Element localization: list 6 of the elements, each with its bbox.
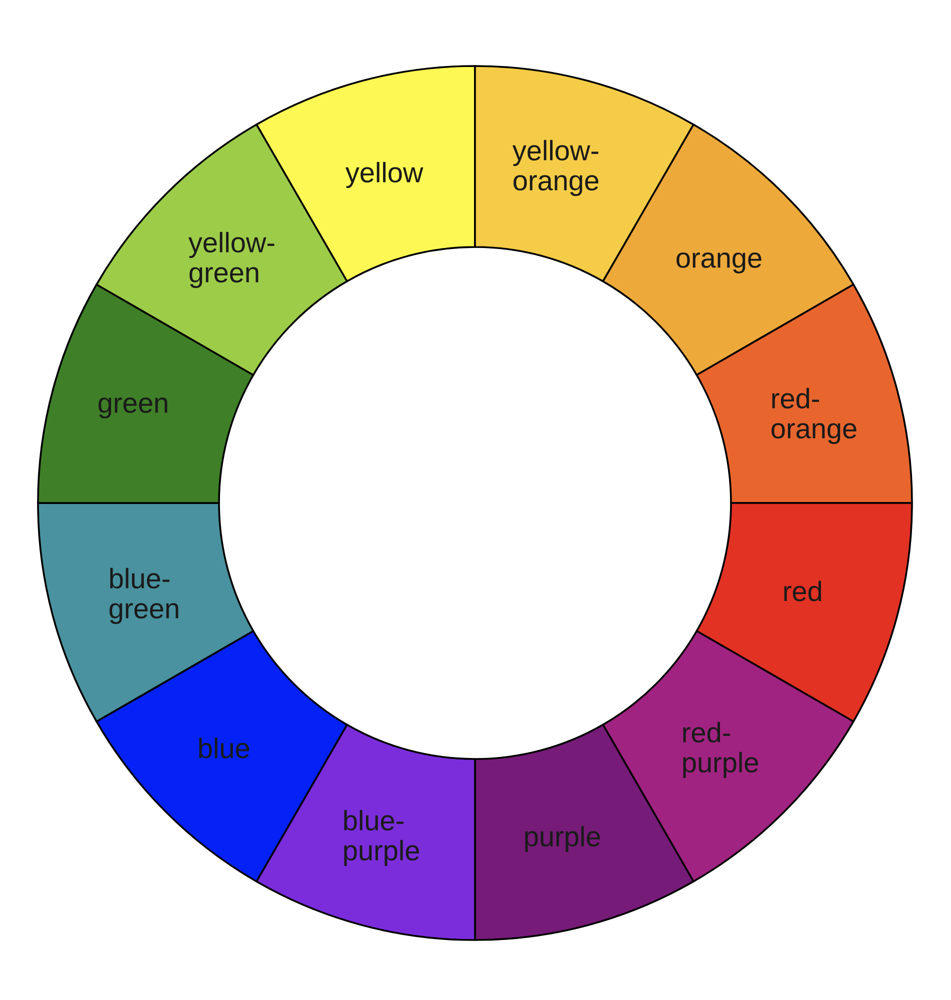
- color-segment: red: [696, 502, 913, 722]
- color-segment: orange: [602, 124, 854, 376]
- color-segment: blue-green: [37, 502, 254, 722]
- color-segment: blue-purple: [256, 724, 476, 941]
- color-segment: red-orange: [696, 284, 913, 504]
- color-segment: red-purple: [602, 630, 854, 882]
